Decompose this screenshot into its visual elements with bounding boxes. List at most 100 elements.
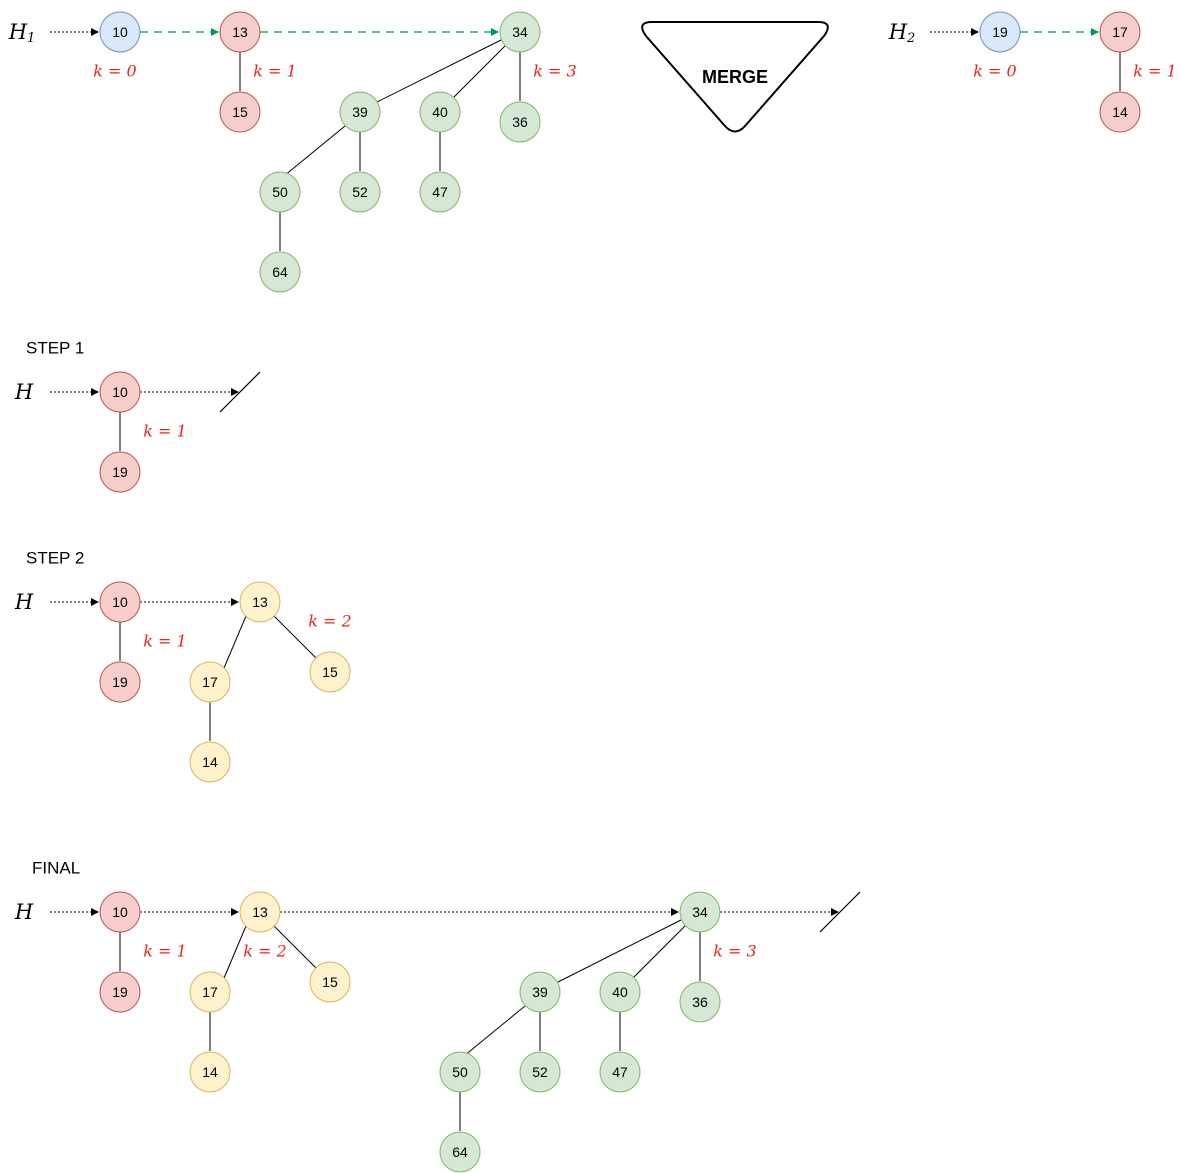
node-key: 10	[112, 594, 128, 610]
tree-edge	[223, 615, 247, 669]
node-key: 19	[992, 24, 1008, 40]
heap-node	[99, 451, 141, 493]
heap-node	[259, 251, 301, 293]
heap-label: H	[14, 380, 34, 404]
node-key: 47	[432, 184, 448, 200]
heap-node	[439, 1051, 481, 1093]
heap-node	[339, 91, 381, 133]
node-key: 19	[112, 464, 128, 480]
k-label: k = 3	[533, 62, 576, 81]
node-key: 14	[202, 1064, 218, 1080]
heap-node	[679, 891, 721, 933]
node-key: 13	[252, 904, 268, 920]
node-key: 17	[202, 674, 218, 690]
heap-label: H	[14, 900, 34, 924]
tree-edge	[557, 919, 682, 983]
node-key: 36	[512, 114, 528, 130]
k-label: k = 1	[143, 422, 186, 441]
heap-node	[309, 961, 351, 1003]
heap-node	[99, 581, 141, 623]
final-heap: FINAL H 10 19 13 17 15 14 34 39 4	[14, 859, 861, 1173]
tree-edge	[463, 1005, 526, 1057]
heap-node	[239, 891, 281, 933]
heap-node	[519, 971, 561, 1013]
node-key: 14	[202, 754, 218, 770]
k-label: k = 0	[973, 62, 1016, 81]
merge-symbol: MERGE	[641, 21, 829, 133]
heap-node	[99, 891, 141, 933]
heap-node	[309, 651, 351, 693]
heap-node	[189, 971, 231, 1013]
k-label: k = 2	[308, 612, 351, 631]
heap-node	[219, 11, 261, 53]
node-key: 47	[612, 1064, 628, 1080]
k-label: k = 1	[253, 62, 296, 81]
node-key: 10	[112, 384, 128, 400]
heap-h2: H2 19 17 14 k = 0 k = 1	[888, 11, 1177, 133]
step-1: STEP 1 H 10 19 k = 1	[14, 339, 261, 493]
heap-node	[499, 11, 541, 53]
heap-node	[239, 581, 281, 623]
node-key: 15	[322, 664, 338, 680]
node-key: 50	[452, 1064, 468, 1080]
heap-node	[679, 981, 721, 1023]
tree-edge	[283, 125, 346, 177]
heap-node	[979, 11, 1021, 53]
heap-node	[1099, 91, 1141, 133]
heap-node	[189, 1051, 231, 1093]
node-key: 34	[512, 24, 528, 40]
k-label: k = 3	[713, 942, 756, 961]
node-key: 10	[112, 24, 128, 40]
node-key: 52	[532, 1064, 548, 1080]
node-key: 36	[692, 994, 708, 1010]
tree-edge	[453, 45, 506, 98]
k-label: k = 1	[1133, 62, 1176, 81]
k-label: k = 1	[143, 942, 186, 961]
node-key: 40	[432, 104, 448, 120]
heap-node	[99, 971, 141, 1013]
node-key: 50	[272, 184, 288, 200]
heap-node	[499, 101, 541, 143]
tree-edge	[273, 615, 317, 659]
h2-label: H2	[888, 20, 916, 46]
heap-node	[519, 1051, 561, 1093]
heap-node	[419, 91, 461, 133]
merge-label: MERGE	[702, 67, 768, 87]
node-key: 64	[452, 1144, 468, 1160]
node-key: 64	[272, 264, 288, 280]
k-label: k = 2	[243, 942, 286, 961]
merge-triangle	[641, 21, 829, 133]
node-key: 17	[1112, 24, 1128, 40]
node-key: 39	[352, 104, 368, 120]
heap-node	[189, 741, 231, 783]
node-key: 19	[112, 984, 128, 1000]
node-key: 40	[612, 984, 628, 1000]
heap-node	[439, 1131, 481, 1173]
h1-label: H1	[8, 20, 36, 46]
step-title: STEP 1	[26, 339, 84, 358]
k-label: k = 0	[93, 62, 136, 81]
heap-node	[99, 661, 141, 703]
heap-node	[339, 171, 381, 213]
tree-edge	[633, 925, 686, 978]
node-key: 34	[692, 904, 708, 920]
node-key: 10	[112, 904, 128, 920]
tree-edge	[376, 39, 502, 103]
node-key: 15	[232, 104, 248, 120]
node-key: 15	[322, 974, 338, 990]
node-key: 17	[202, 984, 218, 1000]
heap-label: H	[14, 590, 34, 614]
node-key: 14	[1112, 104, 1128, 120]
step-title: FINAL	[32, 859, 80, 878]
heap-node	[599, 1051, 641, 1093]
node-key: 13	[232, 24, 248, 40]
heap-node	[419, 171, 461, 213]
tree-edge	[223, 925, 247, 979]
heap-node	[259, 171, 301, 213]
heap-node	[99, 11, 141, 53]
node-key: 19	[112, 674, 128, 690]
node-key: 13	[252, 594, 268, 610]
step-2: STEP 2 H 10 19 13 17 15 14 k = 1 k = 2	[14, 549, 352, 783]
heap-h1: H1 10 13 15 34 39 40 36 50 52 47 64 k =	[8, 11, 577, 293]
